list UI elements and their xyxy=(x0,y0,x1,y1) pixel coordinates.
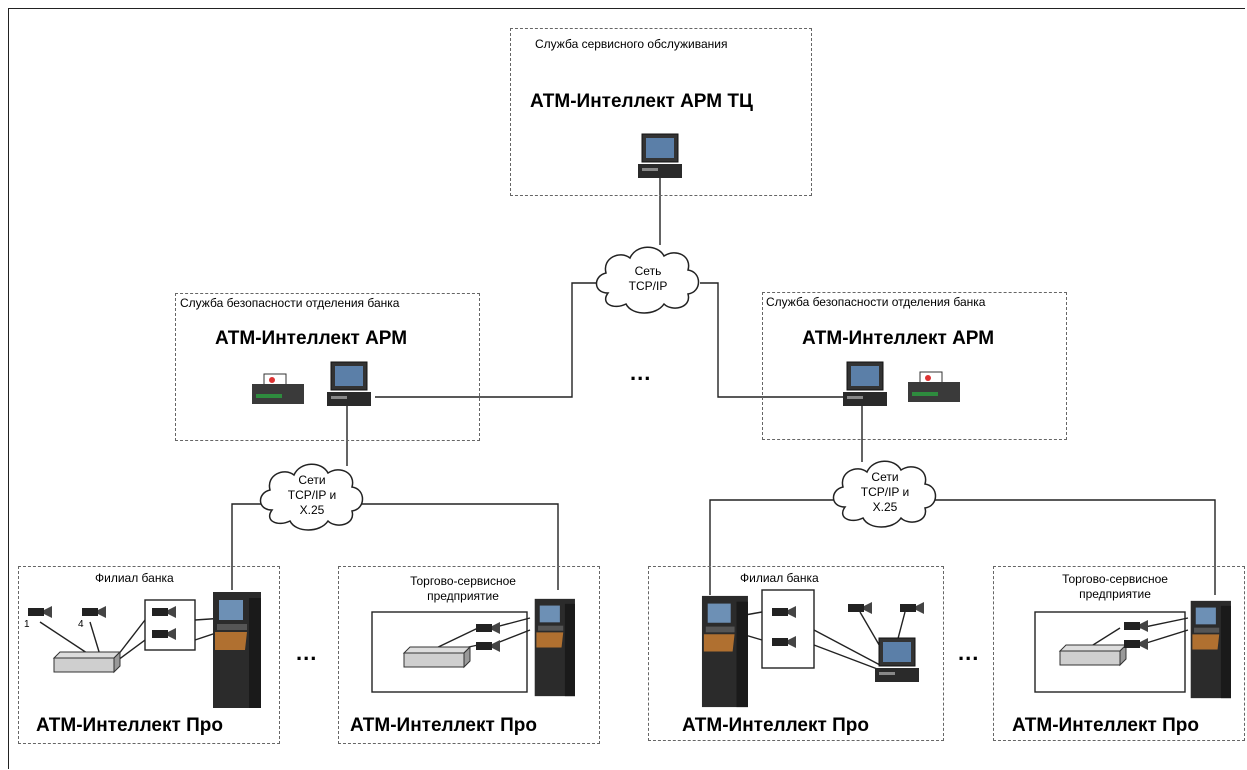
network-right-label: Сети TCP/IP и X.25 xyxy=(860,470,910,514)
link-cloud-security-right xyxy=(700,282,880,398)
camera-icon xyxy=(152,606,176,618)
workstation-icon xyxy=(638,133,682,178)
site1-caption: Филиал банка xyxy=(95,571,174,585)
network-left-label: Сети TCP/IP и X.25 xyxy=(287,473,337,517)
camera-icon xyxy=(1124,620,1148,632)
video-server-icon xyxy=(52,650,122,674)
atm-icon xyxy=(1190,600,1231,699)
camera-icon xyxy=(848,602,872,614)
network-main-label: Сеть TCP/IP xyxy=(628,264,668,293)
site4-box xyxy=(993,566,1245,741)
ellipsis-right: ... xyxy=(958,640,980,665)
workstation-icon xyxy=(327,361,371,406)
ellipsis-left: ... xyxy=(296,640,318,665)
site3-box xyxy=(648,566,944,741)
site4-caption: Торгово-сервисное предприятие xyxy=(1062,572,1168,601)
cloud-icon xyxy=(595,246,700,314)
video-server-icon xyxy=(1058,643,1128,667)
site1-title: АТМ-Интеллект Про xyxy=(36,715,223,736)
security-right-box xyxy=(762,292,1067,440)
cloud-icon xyxy=(259,463,364,531)
cloud-icon xyxy=(832,460,937,528)
camera-icon xyxy=(476,640,500,652)
site3-title: АТМ-Интеллект Про xyxy=(682,715,869,736)
site2-title: АТМ-Интеллект Про xyxy=(350,715,537,736)
service-title: АТМ-Интеллект АРМ ТЦ xyxy=(530,91,753,112)
site1-cam-label-4: 4 xyxy=(78,619,84,630)
site1-cam-label-1: 1 xyxy=(24,619,30,630)
site3-camera-group xyxy=(761,589,815,669)
security-left-title: АТМ-Интеллект АРМ xyxy=(215,328,408,349)
workstation-icon xyxy=(843,361,887,406)
link-cloud-site3 xyxy=(709,499,835,595)
service-caption: Служба сервисного обслуживания xyxy=(535,37,728,51)
camera-icon xyxy=(1124,638,1148,650)
camera-icon xyxy=(772,606,796,618)
camera-icon xyxy=(82,606,106,618)
atm-icon xyxy=(213,592,261,708)
site1-camera-group xyxy=(144,599,196,651)
atm-icon xyxy=(701,595,748,708)
video-server-icon xyxy=(402,645,472,669)
link-cloud-site1 xyxy=(231,503,262,590)
ellipsis-center: ... xyxy=(630,360,652,385)
link-cloud-site2 xyxy=(360,503,559,590)
site4-inner-box xyxy=(1034,611,1186,693)
site3-caption: Филиал банка xyxy=(740,571,819,585)
site1-box xyxy=(18,566,280,744)
camera-icon xyxy=(152,628,176,640)
site4-title: АТМ-Интеллект Про xyxy=(1012,715,1199,736)
camera-icon xyxy=(28,606,52,618)
security-left-caption: Служба безопасности отделения банка xyxy=(180,296,400,310)
camera-icon xyxy=(476,622,500,634)
camera-icon xyxy=(900,602,924,614)
workstation-icon xyxy=(875,637,919,682)
site2-inner-box xyxy=(371,611,528,693)
printer-icon xyxy=(252,373,304,404)
atm-icon xyxy=(534,598,575,697)
site2-box xyxy=(338,566,600,744)
link-cloud-site4 xyxy=(930,499,1216,595)
camera-icon xyxy=(772,636,796,648)
security-right-title: АТМ-Интеллект АРМ xyxy=(802,328,995,349)
security-left-box xyxy=(175,293,480,441)
site2-caption: Торгово-сервисное предприятие xyxy=(410,574,516,603)
service-box xyxy=(510,28,812,196)
printer-icon xyxy=(908,371,960,402)
security-right-caption: Служба безопасности отделения банка xyxy=(766,295,986,309)
link-cloud-security-left xyxy=(375,282,598,398)
